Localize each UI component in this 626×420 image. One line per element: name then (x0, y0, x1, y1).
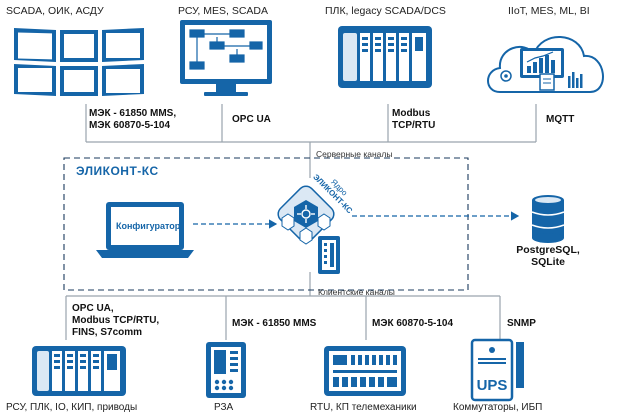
monitor-flowchart-icon (180, 20, 272, 96)
bottom-label-rza: РЗА (214, 402, 234, 413)
cloud-analytics-icon (487, 36, 604, 93)
system-boundary (63, 157, 469, 291)
monitor-wall-icon (14, 28, 144, 96)
top-protocol-iec: МЭК - 61850 MMS, МЭК 60870-5-104 (89, 108, 177, 131)
rtu-icon (324, 346, 406, 396)
top-protocol-modbus: Modbus TCP/RTU (392, 108, 436, 131)
bottom-protocol-plc: OPC UA, Modbus TCP/RTU, FINS, S7comm (72, 303, 160, 338)
bottom-label-rtu: RTU, КП телемеханики (310, 402, 417, 413)
top-protocol-opcua: OPC UA (232, 114, 271, 125)
laptop-icon (96, 202, 194, 258)
top-protocol-mqtt: MQTT (546, 114, 575, 125)
bottom-label-plc: РСУ, ПЛК, IO, КИП, приводы (6, 402, 138, 413)
ups-icon: UPS (470, 338, 524, 402)
bottom-protocol-iec104: МЭК 60870-5-104 (372, 318, 454, 329)
ups-badge: UPS (477, 377, 508, 394)
top-label-rsu: РСУ, MES, SCADA (178, 5, 268, 17)
database-label: PostgreSQL, SQLite (516, 244, 580, 268)
configurator-label: Конфигуратор (116, 221, 181, 231)
plc-rack-icon (338, 26, 432, 88)
relay-protection-icon (206, 342, 246, 398)
top-label-plc: ПЛК, legacy SCADA/DCS (325, 5, 446, 17)
connectors (65, 104, 537, 340)
top-label-iiot: IIoT, MES, ML, BI (508, 5, 590, 17)
server-channels-label: Серверные каналы (316, 149, 393, 159)
database-icon (531, 195, 565, 243)
plc-modules-icon (32, 346, 126, 396)
top-label-scada: SCADA, ОИК, АСДУ (6, 5, 104, 17)
system-title: ЭЛИКОНТ-КС (76, 164, 159, 178)
bottom-label-ups: Коммутаторы, ИБП (453, 402, 543, 413)
client-channels-label: Клиентские каналы (318, 287, 395, 297)
bottom-protocol-iec61850: МЭК - 61850 MMS (232, 318, 317, 329)
core-gear-icon (277, 185, 340, 274)
bottom-protocol-snmp: SNMP (507, 318, 536, 329)
